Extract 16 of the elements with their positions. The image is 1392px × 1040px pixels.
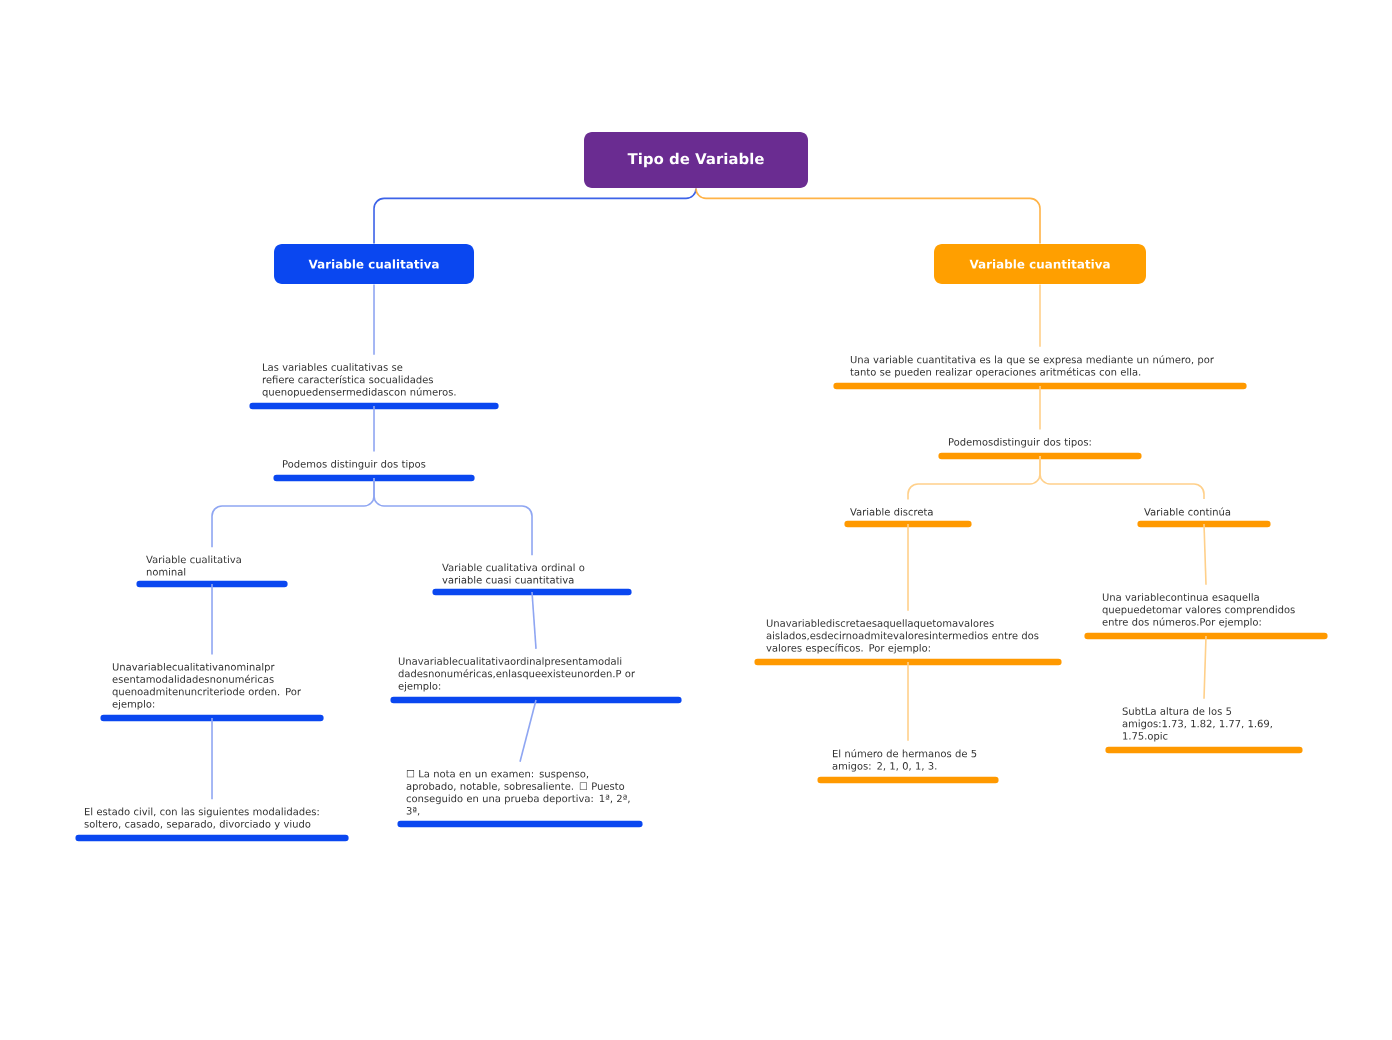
- connector: [531, 591, 537, 650]
- connector: [1039, 455, 1205, 500]
- connector: [519, 699, 537, 763]
- connector: [1203, 523, 1207, 586]
- connector: [373, 283, 375, 356]
- connector: [1039, 385, 1041, 431]
- connector: [695, 187, 1041, 245]
- connector: [373, 187, 697, 245]
- connector: [373, 405, 375, 453]
- connector: [907, 661, 909, 742]
- connector: [907, 523, 909, 612]
- connector: [211, 717, 213, 800]
- connector: [373, 477, 533, 556]
- connector: [1203, 635, 1207, 700]
- connector: [211, 583, 213, 656]
- connector: [1039, 283, 1041, 348]
